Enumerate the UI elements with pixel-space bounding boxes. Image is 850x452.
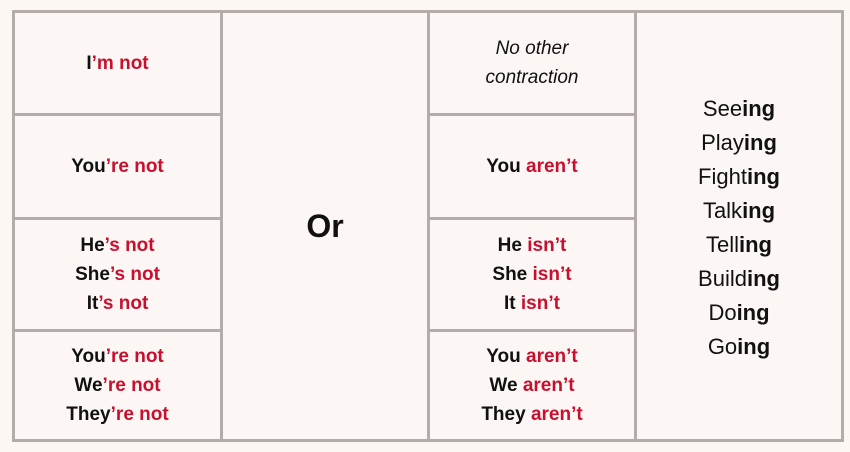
subject-text: They xyxy=(481,404,531,425)
no-other-contraction-cell: No other contraction xyxy=(430,13,637,116)
verb-suffix: ing xyxy=(743,130,777,155)
verb-item: Talking xyxy=(703,194,775,228)
verb-item: Fighting xyxy=(698,160,780,194)
contraction-cell-he-she-it: He’s not She’s not It’s not xyxy=(15,220,223,332)
or-cell: Or xyxy=(223,13,430,439)
verb-item: Building xyxy=(698,262,780,296)
ing-verbs-cell: Seeing Playing Fighting Talking Telling … xyxy=(637,13,841,439)
subject-text: He xyxy=(497,235,528,256)
contraction-text: isn’t xyxy=(532,264,572,285)
contraction-text: aren’t xyxy=(530,404,583,425)
subject-text: She xyxy=(75,264,110,285)
subject-text: We xyxy=(489,375,523,396)
verb-stem: Fight xyxy=(698,164,747,189)
verb-stem: Build xyxy=(698,266,747,291)
verb-suffix: ing xyxy=(742,96,776,121)
contraction-line: You’re not xyxy=(71,152,164,181)
alt-contraction-cell-you: You aren’t xyxy=(430,116,637,220)
contraction-text: ’re not xyxy=(105,346,164,367)
contraction-cell-you: You’re not xyxy=(15,116,223,220)
contraction-text: aren’t xyxy=(526,346,578,367)
verb-item: Going xyxy=(708,330,770,364)
verb-stem: Tell xyxy=(705,232,739,257)
note-line: No other xyxy=(495,38,569,59)
or-label: Or xyxy=(306,207,344,244)
verb-item: Doing xyxy=(708,296,769,330)
contraction-line: It’s not xyxy=(87,289,149,318)
verb-suffix: ing xyxy=(739,232,772,257)
contraction-line: He isn’t xyxy=(498,231,567,260)
contraction-text: ’s not xyxy=(98,293,149,314)
contraction-text: ’s not xyxy=(104,235,155,256)
contraction-line: I’m not xyxy=(86,49,148,78)
contraction-text: aren’t xyxy=(522,375,575,396)
contraction-cell-i: I’m not xyxy=(15,13,223,116)
subject-text: He xyxy=(80,235,105,256)
contraction-text: ’re not xyxy=(110,404,169,425)
contraction-text: ’m not xyxy=(91,52,149,74)
verb-suffix: ing xyxy=(736,300,770,325)
verb-stem: Play xyxy=(701,130,744,155)
subject-text: They xyxy=(66,404,111,425)
subject-text: You xyxy=(71,346,106,367)
subject-text: You xyxy=(486,346,526,367)
contraction-text: isn’t xyxy=(527,235,567,256)
verb-stem: Go xyxy=(707,334,738,359)
contraction-line: You aren’t xyxy=(486,152,578,181)
verb-suffix: ing xyxy=(746,266,780,291)
contraction-line: They’re not xyxy=(66,400,168,429)
contraction-cell-plural: You’re not We’re not They’re not xyxy=(15,332,223,439)
subject-text: You xyxy=(71,156,106,177)
contraction-text: ’s not xyxy=(109,264,160,285)
subject-text: I xyxy=(86,52,92,74)
verb-item: Playing xyxy=(701,126,777,160)
verb-stem: Talk xyxy=(702,198,743,223)
contraction-line: It isn’t xyxy=(504,289,560,318)
verb-suffix: ing xyxy=(737,334,771,359)
subject-text: It xyxy=(504,293,521,314)
subject-text: We xyxy=(74,375,103,396)
contraction-text: ’re not xyxy=(105,156,164,177)
contractions-table: I’m not You’re not He’s not She’s not It… xyxy=(12,10,844,442)
contraction-line: We aren’t xyxy=(489,371,574,400)
contraction-line: We’re not xyxy=(74,371,160,400)
note-line: contraction xyxy=(485,67,579,88)
contraction-line: They aren’t xyxy=(481,400,582,429)
contraction-line: She isn’t xyxy=(492,260,571,289)
verb-item: Seeing xyxy=(703,92,775,126)
verb-suffix: ing xyxy=(742,198,776,223)
verb-item: Telling xyxy=(706,228,772,262)
verb-stem: See xyxy=(702,96,743,121)
subject-text: You xyxy=(486,156,526,177)
contraction-text: ’re not xyxy=(102,375,161,396)
contraction-text: isn’t xyxy=(520,293,560,314)
contraction-line: You aren’t xyxy=(486,342,578,371)
contraction-line: He’s not xyxy=(80,231,154,260)
verb-suffix: ing xyxy=(746,164,780,189)
contraction-line: She’s not xyxy=(75,260,160,289)
verb-stem: Do xyxy=(708,300,737,325)
alt-contraction-cell-plural: You aren’t We aren’t They aren’t xyxy=(430,332,637,439)
subject-text: It xyxy=(86,293,99,314)
subject-text: She xyxy=(492,264,533,285)
alt-contraction-cell-he-she-it: He isn’t She isn’t It isn’t xyxy=(430,220,637,332)
contraction-text: aren’t xyxy=(526,156,578,177)
contraction-line: You’re not xyxy=(71,342,164,371)
